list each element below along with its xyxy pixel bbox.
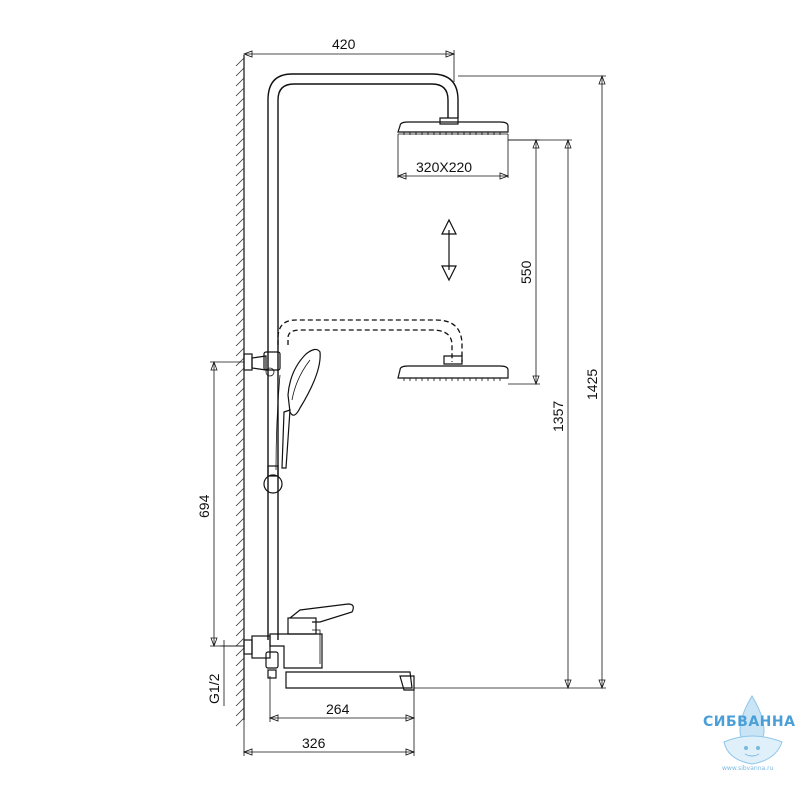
wall-hatch [235, 227, 245, 237]
wall-hatch [235, 307, 245, 317]
wall-hatch [235, 97, 245, 107]
dim-bar-height: 694 [196, 494, 212, 518]
shower-head-lower [277, 319, 509, 381]
wall-hatch [235, 347, 245, 357]
wall-hatch [235, 477, 245, 487]
dim-thread: G1/2 [206, 673, 222, 704]
wall-hatch [235, 617, 245, 627]
wall-hatch [235, 427, 245, 437]
wall-hatch [235, 497, 245, 507]
wall-hatch [235, 117, 245, 127]
wall-hatch [235, 457, 245, 467]
wall-hatch [235, 547, 245, 557]
dim-height-low-head: 1357 [550, 401, 566, 432]
wall-hatch [235, 517, 245, 527]
wall-hatch [235, 87, 245, 97]
dim-spout-length: 264 [326, 701, 350, 717]
wall-hatch [235, 147, 245, 157]
wall-hatch [235, 317, 245, 327]
dim-top-width: 420 [332, 36, 356, 52]
wall-hatch [235, 187, 245, 197]
wall-hatch [235, 717, 245, 727]
wall-hatch [235, 437, 245, 447]
wall-hatch [235, 677, 245, 687]
wall-hatch [235, 467, 245, 477]
wall-hatch [235, 577, 245, 587]
dim-total-depth: 326 [302, 735, 326, 751]
wall-hatch [235, 327, 245, 337]
wall-hatch [235, 707, 245, 717]
wall-hatch [235, 167, 245, 177]
wall-hatch [235, 667, 245, 677]
wall-hatch [235, 597, 245, 607]
wall-hatch [235, 277, 245, 287]
hand-shower [275, 348, 321, 471]
wall-hatch [235, 417, 245, 427]
dimension-lines [210, 50, 606, 756]
wall-hatch [235, 337, 245, 347]
wall-hatch [235, 127, 245, 137]
wall-hatch [235, 657, 245, 667]
wall-hatch [235, 647, 245, 657]
wall [235, 55, 245, 727]
wall-hatch [235, 407, 245, 417]
wall-hatch [235, 257, 245, 267]
wall-hatch [235, 397, 245, 407]
wall-hatch [235, 287, 245, 297]
wall-hatch [235, 137, 245, 147]
wall-hatch [235, 687, 245, 697]
wall-hatch [235, 177, 245, 187]
wall-hatch [235, 157, 245, 167]
wall-hatch [235, 217, 245, 227]
dim-total-height: 1425 [584, 369, 600, 400]
shower-head-upper [397, 117, 509, 135]
wall-hatch [235, 697, 245, 707]
logo-url: www.sibvanna.ru [722, 765, 774, 772]
wall-hatch [235, 67, 245, 77]
dim-adjust-range: 550 [518, 260, 534, 284]
wall-hatch [235, 107, 245, 117]
wall-hatch [235, 367, 245, 377]
dim-head-size: 320X220 [416, 159, 472, 175]
wall-hatch [235, 637, 245, 647]
wall-hatch [235, 77, 245, 87]
wall-hatch [235, 537, 245, 547]
wall-hatch [235, 297, 245, 307]
wall-hatch [235, 237, 245, 247]
wall-hatch [235, 487, 245, 497]
wall-hatch [235, 627, 245, 637]
slider-knob [263, 465, 283, 494]
wall-hatch [235, 447, 245, 457]
wall-hatch [235, 247, 245, 257]
wall-hatch [235, 587, 245, 597]
wall-hatch [235, 557, 245, 567]
sibvanna-logo: СИБВАННА www.sibvanna.ru [703, 695, 795, 772]
wall-hatch [235, 267, 245, 277]
wall-hatch [235, 527, 245, 537]
wall-hatch [235, 607, 245, 617]
logo-name: СИБВАННА [703, 714, 795, 730]
wall-hatch [235, 567, 245, 577]
adjust-arrow-icon [441, 218, 457, 282]
mixer-body [243, 603, 354, 679]
upper-wall-bracket [243, 351, 281, 377]
wall-hatch [235, 57, 245, 67]
wall-hatch [235, 387, 245, 397]
wall-hatch [235, 207, 245, 217]
wall-hatch [235, 507, 245, 517]
bath-spout [285, 671, 415, 691]
wall-hatch [235, 377, 245, 387]
wall-hatch [235, 197, 245, 207]
